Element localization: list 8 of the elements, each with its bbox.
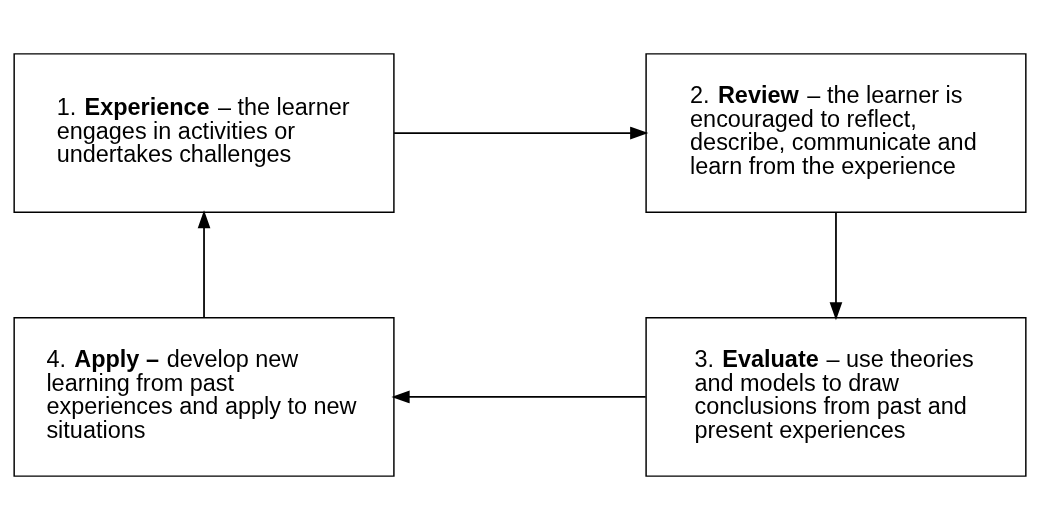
arrow: [829, 211, 843, 320]
arrow: [393, 126, 649, 139]
arrow: [391, 390, 647, 403]
arrow: [197, 209, 211, 319]
node-box: 1. Experience – the learner engages in activities or undertakes challenges: [13, 52, 395, 213]
node-box: 4. Apply – develop new learning from past experiences and apply to new situations: [13, 316, 395, 477]
node-box: 3. Evaluate – use theories and models to draw conclusions from past and present experiences: [645, 316, 1027, 477]
node-box: 2. Review – the learner is encouraged to reflect, describe, communicate and learn from the experience: [645, 52, 1027, 213]
